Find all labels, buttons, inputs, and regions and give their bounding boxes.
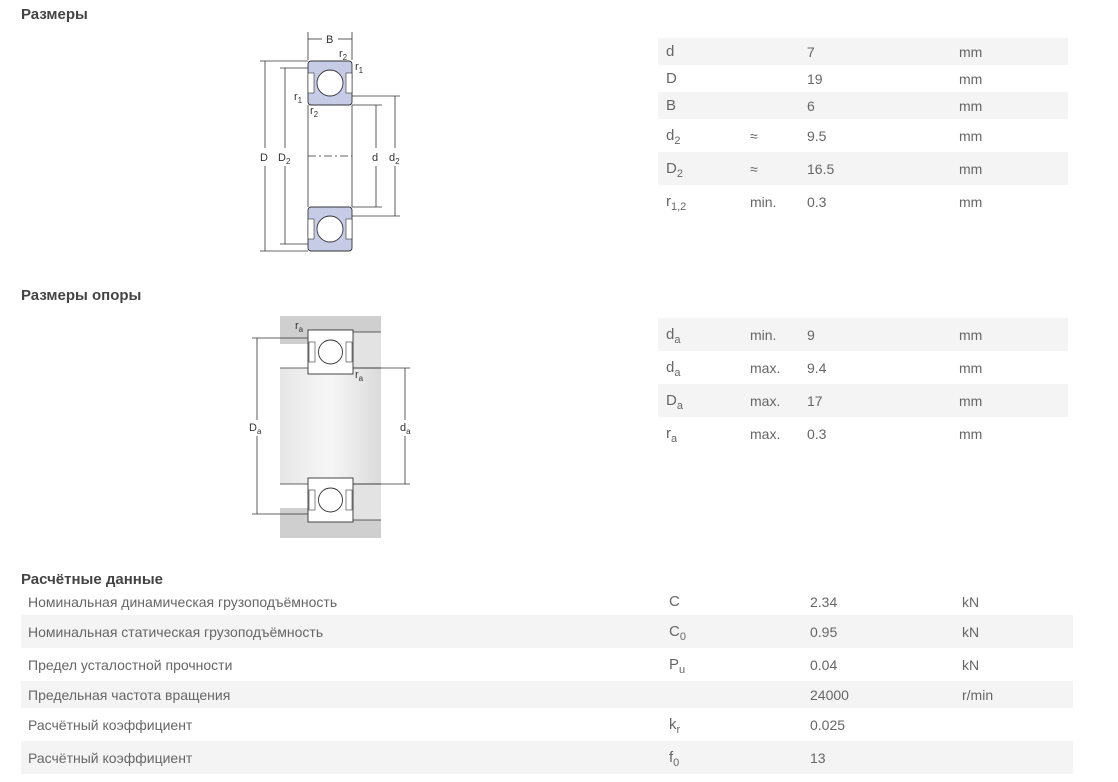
table-row: da min. 9 mm [658, 318, 1068, 351]
svg-text:B: B [326, 34, 333, 46]
svg-text:d: d [372, 152, 378, 164]
table-row: Номинальная статическая грузоподъёмность… [21, 615, 1073, 648]
table-row: D2 ≈ 16.5 mm [658, 152, 1068, 185]
svg-text:r2: r2 [310, 105, 319, 119]
table-row: d2 ≈ 9.5 mm [666, 127, 983, 147]
table-row: Da max. 17 mm [658, 384, 1068, 417]
svg-text:r1: r1 [294, 91, 303, 105]
svg-text:r1: r1 [355, 61, 364, 75]
table-row: Номинальная динамическая грузоподъёмност… [28, 593, 980, 610]
calculation-table: Номинальная динамическая грузоподъёмност… [21, 588, 1073, 774]
table-row: Расчётный коэффициент kr 0.025 [28, 716, 846, 736]
section-title-abutment: Размеры опоры [21, 287, 142, 304]
table-row: d 7 mm [658, 38, 1068, 65]
table-row: D 19 mm [666, 70, 983, 87]
svg-text:D: D [260, 152, 268, 164]
table-row: da max. 9.4 mm [666, 359, 983, 379]
table-row: ra max. 0.3 mm [666, 425, 983, 445]
abutment-table: da min. 9 mm da max. 9.4 mm Da max. 17 m… [658, 318, 1068, 450]
svg-text:r2: r2 [339, 48, 348, 62]
abutment-dimensions-diagram: ra ra Da da [249, 316, 411, 538]
svg-text:d2: d2 [389, 152, 400, 166]
svg-text:D2: D2 [278, 152, 291, 166]
table-row: B 6 mm [658, 92, 1068, 119]
section-title-calculation: Расчётные данные [21, 571, 164, 588]
svg-text:da: da [400, 422, 411, 436]
table-row: Предел усталостной прочности Pu 0.04 kN [28, 656, 980, 676]
section-title-dimensions: Размеры [21, 6, 88, 23]
table-row: Предельная частота вращения 24000 r/min [21, 681, 1073, 708]
table-row: r1,2 min. 0.3 mm [666, 193, 983, 213]
svg-text:ra: ra [295, 320, 304, 334]
svg-text:ra: ra [355, 369, 364, 383]
bearing-dimensions-diagram: B r2 r1 r1 r2 D D2 d d2 [260, 32, 400, 252]
dimensions-table: d 7 mm D 19 mm B 6 mm d2 ≈ 9.5 mm D2 ≈ 1… [658, 38, 1068, 218]
table-row: Расчётный коэффициент f0 13 [21, 741, 1073, 774]
svg-text:Da: Da [249, 422, 262, 436]
